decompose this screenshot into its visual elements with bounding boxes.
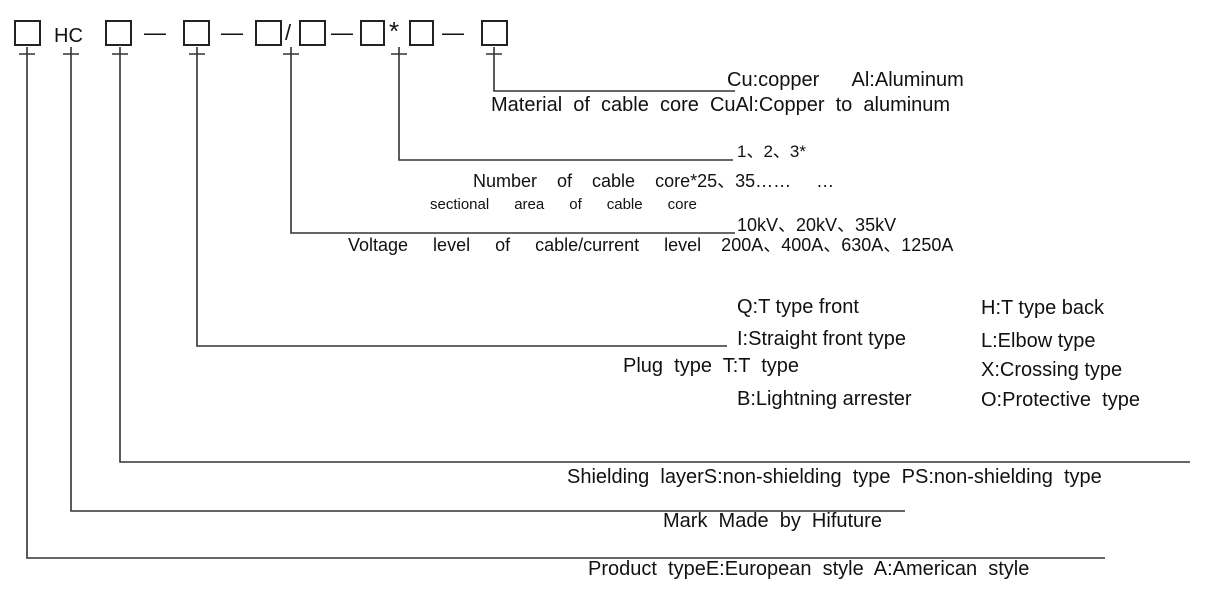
code-box-plug-type [183, 20, 210, 46]
product-type-label: Product typeE:European style A:American … [588, 558, 1030, 580]
plug-option-x: X:Crossing type [981, 359, 1123, 381]
plug-option-h: H:T type back [981, 297, 1105, 319]
plug-type-label: Plug type T:T type [623, 355, 800, 377]
leader-mark [63, 47, 905, 512]
code-prefix: HC [54, 25, 83, 47]
code-box-product-type [14, 20, 41, 46]
code-dash-1: — [144, 20, 166, 45]
material-options: Cu:copper Al:Aluminum [727, 69, 964, 91]
leader-material [486, 47, 735, 92]
material-label: Material of cable core CuAl:Copper to al… [491, 94, 951, 116]
cores-number-label: Number of cable core*25、35…… … [473, 171, 835, 191]
shielding-label: Shielding layerS:non-shielding type PS:n… [567, 466, 1102, 488]
plug-option-b: B:Lightning arrester [737, 388, 912, 410]
plug-option-o: O:Protective type [981, 389, 1140, 411]
code-box-voltage [255, 20, 282, 46]
leader-voltage [283, 47, 735, 234]
code-dash-4: — [442, 20, 464, 45]
plug-option-i: I:Straight front type [737, 328, 906, 350]
code-dash-3: — [331, 20, 353, 45]
leader-plug-type [189, 47, 727, 347]
voltage-options: 10kV、20kV、35kV [737, 215, 897, 235]
code-dash-2: — [221, 20, 243, 45]
plug-option-l: L:Elbow type [981, 330, 1096, 352]
cores-area-label: sectional area of cable core [430, 196, 697, 213]
plug-option-q: Q:T type front [737, 296, 859, 318]
mark-label: Mark Made by Hifuture [663, 510, 882, 532]
leader-shielding [112, 47, 1190, 463]
code-star: * [389, 16, 400, 46]
leader-product-type [19, 47, 1105, 559]
leader-cores [391, 47, 733, 161]
code-slash: / [285, 20, 292, 45]
code-box-current [299, 20, 326, 46]
voltage-label: Voltage level of cable/current level 200… [348, 235, 954, 255]
code-box-core-area [409, 20, 434, 46]
code-box-shielding [105, 20, 132, 46]
code-box-core-number [360, 20, 385, 46]
code-box-material [481, 20, 508, 46]
cores-number-options: 1、2、3* [737, 142, 806, 161]
